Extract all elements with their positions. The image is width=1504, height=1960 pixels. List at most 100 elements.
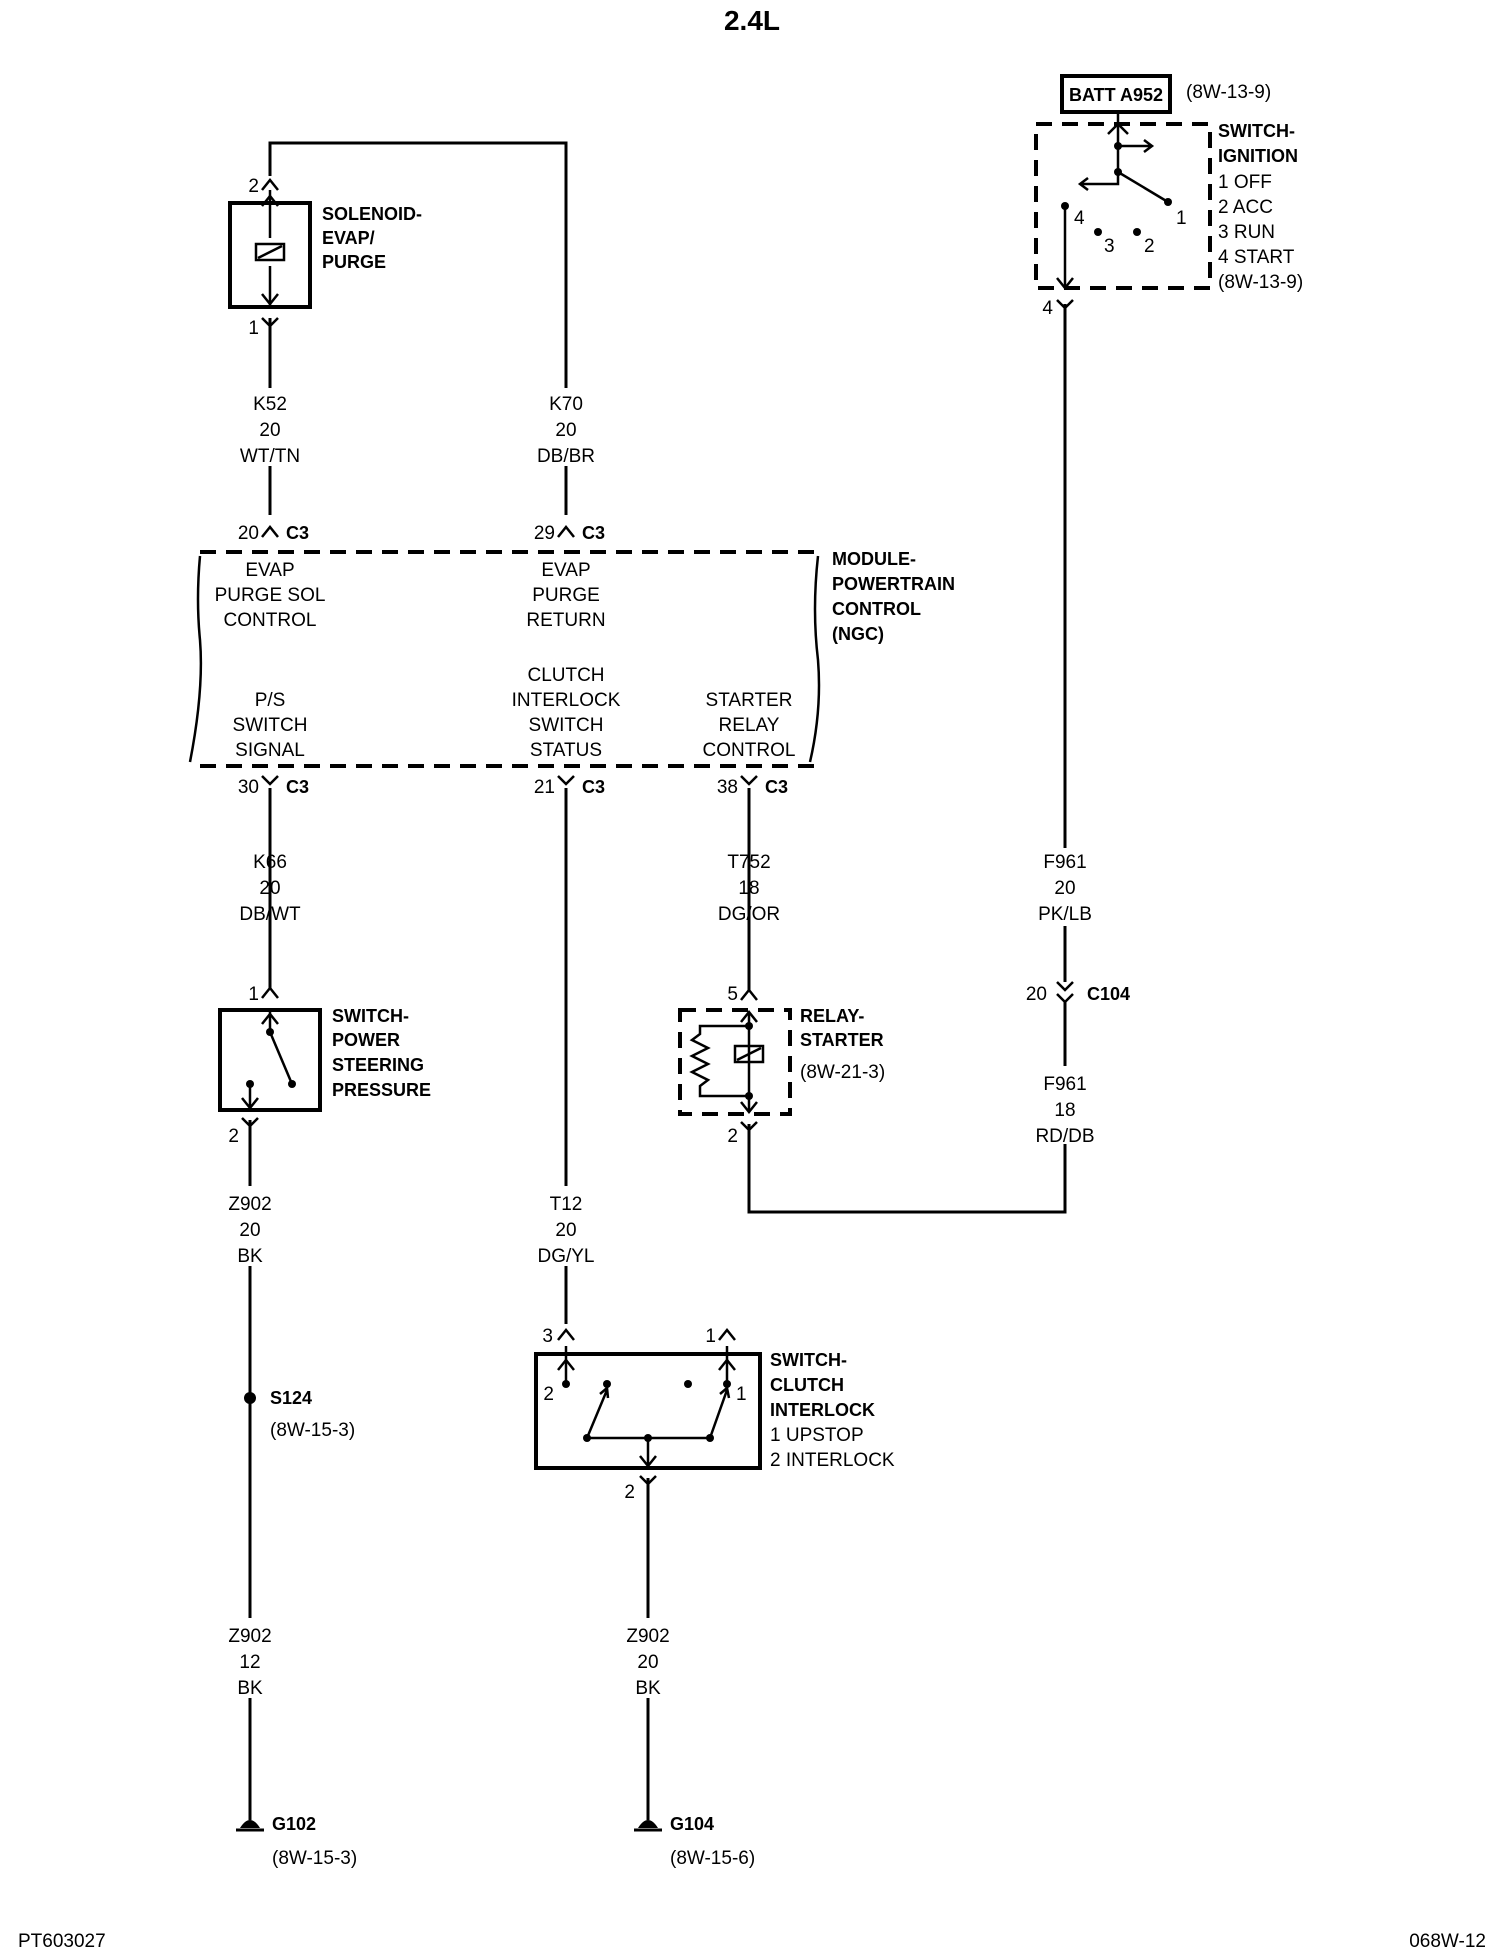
wire-k70-loop xyxy=(268,141,568,515)
svg-text:CLUTCH: CLUTCH xyxy=(527,665,604,686)
pcm-pin-30-label: 30 xyxy=(238,777,259,798)
ground-g104: G104 (8W-15-6) xyxy=(634,1814,755,1869)
svg-text:F961: F961 xyxy=(1043,852,1086,873)
svg-text:SIGNAL: SIGNAL xyxy=(235,740,305,761)
svg-text:PK/LB: PK/LB xyxy=(1038,904,1092,925)
starter-relay xyxy=(678,1008,792,1116)
pin-ps-2 xyxy=(241,1117,259,1128)
label-f961-upper: F961 20 PK/LB xyxy=(1030,848,1100,926)
pcm-function-ps-signal: P/S SWITCH SIGNAL xyxy=(233,690,308,761)
pcm-pin-20-label: 20 xyxy=(238,523,259,544)
pcm-pin-29-label: 29 xyxy=(534,523,555,544)
svg-text:2: 2 xyxy=(543,1384,554,1405)
svg-text:G102: G102 xyxy=(272,1814,316,1834)
pcm-title: MODULE- POWERTRAIN CONTROL (NGC) xyxy=(832,549,955,644)
pin-clutch-2 xyxy=(639,1475,657,1486)
pin-pcm-38 xyxy=(740,775,758,786)
pcm-function-evap-control: EVAP PURGE SOL CONTROL xyxy=(215,560,326,631)
label-t12: T12 20 DG/YL xyxy=(534,1186,598,1267)
svg-text:Z902: Z902 xyxy=(228,1194,271,1215)
svg-text:EVAP: EVAP xyxy=(541,560,590,581)
pin-solenoid-1 xyxy=(261,317,279,334)
svg-text:STEERING: STEERING xyxy=(332,1055,424,1075)
svg-text:K66: K66 xyxy=(253,852,287,873)
label-k70: K70 20 DB/BR xyxy=(534,388,598,467)
ps-switch-pin-top-label: 1 xyxy=(248,984,259,1005)
solenoid-title: SOLENOID- EVAP/ PURGE xyxy=(322,204,422,272)
svg-text:SWITCH-: SWITCH- xyxy=(770,1350,847,1370)
svg-text:SWITCH-: SWITCH- xyxy=(332,1006,409,1026)
svg-text:P/S: P/S xyxy=(255,690,286,711)
svg-text:(NGC): (NGC) xyxy=(832,624,884,644)
svg-text:PURGE: PURGE xyxy=(322,252,386,272)
svg-text:20: 20 xyxy=(637,1652,658,1673)
clutch-interlock-switch xyxy=(534,1346,762,1470)
pcm-function-clutch-status: CLUTCH INTERLOCK SWITCH STATUS xyxy=(512,665,621,761)
pcm-pin-21-label: 21 xyxy=(534,777,555,798)
ignition-output-pin-label: 4 xyxy=(1042,298,1053,319)
svg-text:2 INTERLOCK: 2 INTERLOCK xyxy=(770,1450,895,1471)
svg-text:T752: T752 xyxy=(727,852,770,873)
svg-text:BATT A952: BATT A952 xyxy=(1069,85,1163,105)
label-k66: K66 20 DB/WT xyxy=(239,852,301,925)
svg-text:PURGE SOL: PURGE SOL xyxy=(215,585,326,606)
svg-text:STATUS: STATUS xyxy=(530,740,602,761)
svg-text:1: 1 xyxy=(736,1384,747,1405)
svg-text:DG/OR: DG/OR xyxy=(718,904,780,925)
clutch-contact-labels: 2 1 xyxy=(543,1384,746,1405)
pin-ignition-4 xyxy=(1056,299,1074,310)
svg-text:SWITCH: SWITCH xyxy=(529,715,604,736)
pcm-connector-label: C3 xyxy=(582,777,605,797)
svg-text:18: 18 xyxy=(1054,1100,1075,1121)
svg-text:Z902: Z902 xyxy=(626,1626,669,1647)
pin-pcm-30 xyxy=(261,775,279,786)
starter-relay-title: RELAY- STARTER (8W-21-3) xyxy=(800,1006,885,1083)
svg-text:1: 1 xyxy=(1176,208,1187,229)
solenoid-pin-top-label: 2 xyxy=(248,176,259,197)
pin-pcm-29 xyxy=(557,524,575,538)
pin-pcm-21 xyxy=(557,775,575,786)
pcm-connector-label: C3 xyxy=(582,523,605,543)
battery-source: BATT A952 (8W-13-9) xyxy=(1060,74,1271,114)
svg-text:(8W-15-3): (8W-15-3) xyxy=(270,1420,355,1441)
pcm-module xyxy=(188,550,821,768)
svg-text:(8W-15-6): (8W-15-6) xyxy=(670,1848,755,1869)
svg-text:(8W-13-9): (8W-13-9) xyxy=(1218,272,1303,293)
svg-text:(8W-15-3): (8W-15-3) xyxy=(272,1848,357,1869)
svg-text:4: 4 xyxy=(1074,208,1085,229)
svg-text:DB/WT: DB/WT xyxy=(239,904,301,925)
svg-text:20: 20 xyxy=(555,420,576,441)
solenoid-pin-bottom-label: 1 xyxy=(248,318,259,339)
svg-text:POWER: POWER xyxy=(332,1030,400,1050)
svg-text:K52: K52 xyxy=(253,394,287,415)
svg-text:3: 3 xyxy=(1104,236,1115,257)
svg-text:1 UPSTOP: 1 UPSTOP xyxy=(770,1425,864,1446)
svg-text:CONTROL: CONTROL xyxy=(224,610,317,631)
svg-text:3 RUN: 3 RUN xyxy=(1218,222,1275,243)
pin-relay-2 xyxy=(740,1121,758,1132)
pcm-pin-38-label: 38 xyxy=(717,777,738,798)
svg-text:EVAP/: EVAP/ xyxy=(322,228,375,248)
pcm-function-starter-control: STARTER RELAY CONTROL xyxy=(703,690,796,761)
relay-pin-bottom-label: 2 xyxy=(727,1126,738,1147)
c104-label: C104 xyxy=(1087,984,1130,1004)
svg-text:PURGE: PURGE xyxy=(532,585,600,606)
svg-text:K70: K70 xyxy=(549,394,583,415)
clutch-pin-bottom-label: 2 xyxy=(624,1482,635,1503)
svg-text:WT/TN: WT/TN xyxy=(240,446,300,467)
svg-text:20: 20 xyxy=(239,1220,260,1241)
svg-text:BK: BK xyxy=(635,1678,661,1699)
pin-pcm-20 xyxy=(261,524,279,538)
footer-left-code: PT603027 xyxy=(18,1931,106,1952)
label-t752: T752 18 DG/OR xyxy=(718,852,780,925)
label-z902-g104: Z902 20 BK xyxy=(618,1618,678,1699)
pin-clutch-3 xyxy=(557,1327,575,1341)
ground-g102: G102 (8W-15-3) xyxy=(236,1814,357,1869)
svg-text:Z902: Z902 xyxy=(228,1626,271,1647)
svg-text:STARTER: STARTER xyxy=(706,690,793,711)
solenoid-evap-purge xyxy=(228,190,312,309)
clutch-switch-title: SWITCH- CLUTCH INTERLOCK 1 UPSTOP 2 INTE… xyxy=(770,1350,895,1471)
svg-text:STARTER: STARTER xyxy=(800,1030,884,1050)
svg-text:DG/YL: DG/YL xyxy=(537,1246,594,1267)
